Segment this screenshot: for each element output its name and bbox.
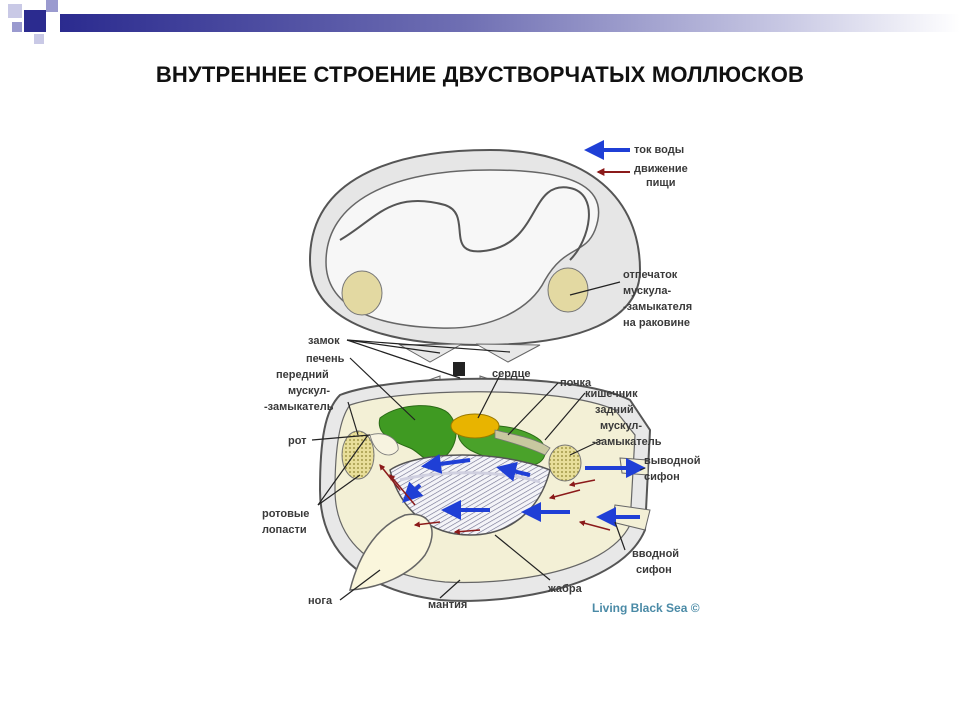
- oral-lobes: [369, 433, 399, 456]
- slide-header-bar: [0, 0, 960, 48]
- legend: ток воды движение пищи: [584, 140, 688, 189]
- label-exhalant-2: сифон: [644, 471, 680, 483]
- posterior-adductor-muscle: [548, 444, 582, 482]
- label-mouth: рот: [288, 435, 307, 447]
- decor-square: [34, 34, 44, 44]
- label-hinge: замок: [308, 335, 340, 347]
- decor-square: [8, 4, 22, 18]
- label-posterior-3: -замыкатель: [592, 436, 662, 448]
- labels: отпечаток мускула- -замыкателя на ракови…: [262, 269, 700, 615]
- leader-lines: [311, 281, 646, 601]
- legend-food-label-2: пищи: [646, 177, 675, 189]
- label-exhalant-1: выводной: [644, 455, 700, 467]
- label-muscle-scar-3: -замыкателя: [623, 301, 692, 313]
- label-foot: нога: [308, 595, 333, 607]
- foot-organ: [349, 513, 433, 591]
- label-mantle: мантия: [428, 599, 467, 611]
- decor-square: [12, 22, 22, 32]
- label-heart: сердце: [492, 368, 531, 380]
- bivalve-anatomy-diagram: ток воды движение пищи отпечаток мускула…: [262, 140, 700, 615]
- muscle-scar-right: [547, 267, 589, 313]
- label-posterior-1: задний: [595, 404, 634, 416]
- decor-square: [46, 0, 58, 12]
- label-anterior-3: -замыкатель: [264, 401, 334, 413]
- label-anterior-2: мускул-: [288, 385, 330, 397]
- heart-organ: [450, 413, 500, 439]
- label-oral-lobes-1: ротовые: [262, 508, 309, 520]
- label-inhalant-1: вводной: [632, 548, 679, 560]
- label-inhalant-2: сифон: [636, 564, 672, 576]
- label-anterior-1: передний: [276, 369, 329, 381]
- label-liver: печень: [306, 353, 345, 365]
- decor-square: [24, 10, 46, 32]
- label-muscle-scar-2: мускула-: [623, 285, 672, 297]
- label-kidney: почка: [560, 377, 592, 389]
- label-gill: жабра: [547, 583, 583, 595]
- label-muscle-scar-4: на раковине: [623, 317, 690, 329]
- legend-food-label-1: движение: [634, 163, 688, 175]
- muscle-scar-left: [341, 270, 383, 316]
- legend-water-label: ток воды: [634, 144, 684, 156]
- upper-shell-valve: [308, 148, 642, 347]
- water-flow-arrows: [402, 453, 646, 527]
- anterior-adductor-muscle: [341, 430, 375, 480]
- label-intestine: кишечник: [585, 388, 638, 400]
- credit-text: Living Black Sea ©: [592, 601, 700, 615]
- header-gradient-bar: [60, 14, 960, 32]
- label-muscle-scar-1: отпечаток: [623, 269, 678, 281]
- slide-title: ВНУТРЕННЕЕ СТРОЕНИЕ ДВУСТВОРЧАТЫХ МОЛЛЮС…: [155, 62, 805, 87]
- label-oral-lobes-2: лопасти: [262, 524, 307, 536]
- food-movement-arrows: [379, 464, 611, 535]
- kidney-organ: [494, 429, 551, 456]
- label-posterior-2: мускул-: [600, 420, 642, 432]
